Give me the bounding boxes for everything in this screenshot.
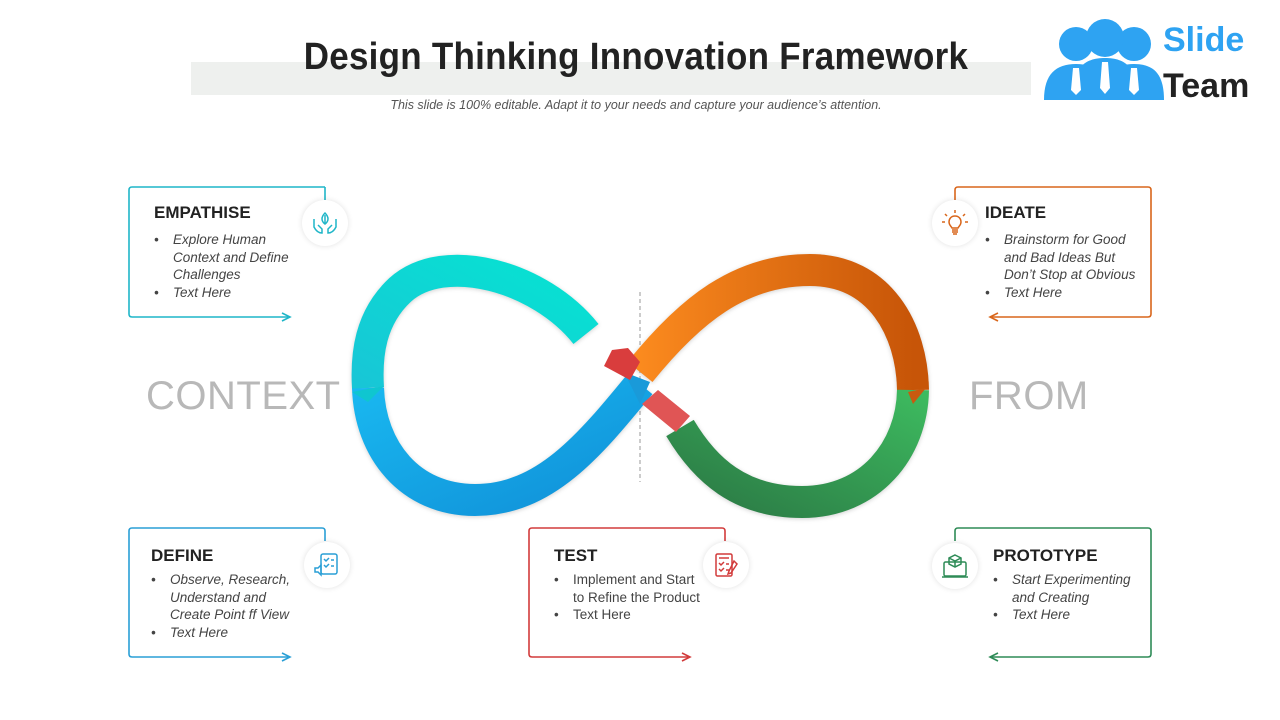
ideate-frame <box>954 186 1152 322</box>
logo-text-slide: Slide <box>1163 21 1245 59</box>
empathise-list: Explore Human Context and Define Challen… <box>154 231 304 301</box>
list-item: Explore Human Context and Define Challen… <box>154 231 304 284</box>
prototype-icon-circle <box>932 543 978 589</box>
orange-arrow-tip <box>908 388 926 404</box>
context-label: CONTEXT <box>146 374 341 418</box>
prototype-title: PROTOTYPE <box>993 546 1098 565</box>
list-item: Observe, Research, Understand and Create… <box>151 571 301 624</box>
list-item: Implement and Start to Refine the Produc… <box>554 571 704 606</box>
blue-arrow-tip <box>624 372 650 404</box>
ideate-list: Brainstorm for Good and Bad Ideas But Do… <box>985 231 1145 301</box>
logo-text-team: Team <box>1163 67 1250 105</box>
empathise-box: EMPATHISE Explore Human Context and Defi… <box>128 186 368 322</box>
page-title: Design Thinking Innovation Framework <box>303 36 969 78</box>
list-item: Text Here <box>985 284 1145 302</box>
hands-leaf-icon <box>313 211 337 234</box>
list-item: Text Here <box>993 606 1143 624</box>
cube-computer-icon <box>942 554 968 578</box>
test-clipboard-icon <box>715 553 738 577</box>
list-item: Start Experimenting and Creating <box>993 571 1143 606</box>
define-segment <box>352 373 653 517</box>
page-subtitle: This slide is 100% editable. Adapt it to… <box>390 98 882 112</box>
test-box: TEST Implement and Start to Refine the P… <box>528 527 768 663</box>
define-title: DEFINE <box>151 546 214 565</box>
test-arrow-lower <box>642 390 690 432</box>
define-frame <box>128 527 326 662</box>
prototype-list: Start Experimenting and Creating Text He… <box>993 571 1143 624</box>
ideate-box: IDEATE Brainstorm for Good and Bad Ideas… <box>930 186 1160 322</box>
lightbulb-icon <box>942 210 968 235</box>
list-item: Brainstorm for Good and Bad Ideas But Do… <box>985 231 1145 284</box>
test-arrow-upper <box>604 348 640 380</box>
ideate-icon-circle <box>932 200 978 246</box>
empathise-frame <box>128 186 326 322</box>
ideate-title: IDEATE <box>985 203 1047 222</box>
empathise-title: EMPATHISE <box>154 203 251 222</box>
prototype-frame <box>954 527 1152 662</box>
define-box: DEFINE Observe, Research, Understand and… <box>128 527 368 663</box>
test-frame <box>528 527 726 662</box>
prototype-segment <box>666 389 929 519</box>
test-list: Implement and Start to Refine the Produc… <box>554 571 704 624</box>
list-item: Text Here <box>151 624 301 642</box>
title-band <box>191 62 1031 95</box>
people-group-icon <box>1044 19 1164 100</box>
from-label: FROM <box>969 374 1089 418</box>
teal-arrow-tip <box>352 386 384 402</box>
list-item: Text Here <box>554 606 704 624</box>
define-icon-circle <box>304 542 350 588</box>
prototype-box: PROTOTYPE Start Experimenting and Creati… <box>930 527 1160 663</box>
ideate-segment <box>627 253 929 391</box>
empathise-segment <box>351 254 599 389</box>
checklist-speaker-icon <box>314 553 338 577</box>
list-item: Text Here <box>154 284 304 302</box>
test-icon-circle <box>703 542 749 588</box>
empathise-icon-circle <box>302 200 348 246</box>
define-list: Observe, Research, Understand and Create… <box>151 571 301 641</box>
test-title: TEST <box>554 546 598 565</box>
